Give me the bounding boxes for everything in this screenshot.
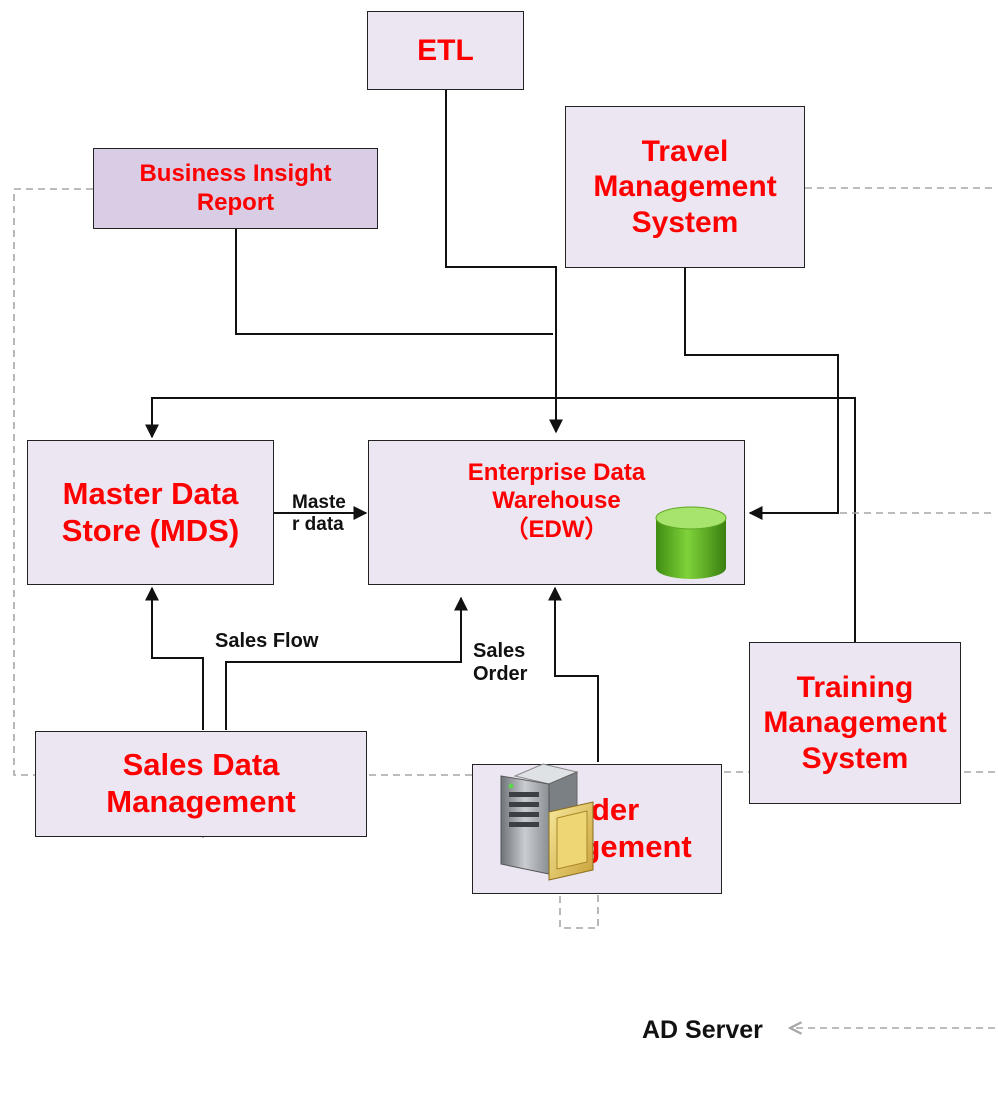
training-management-system-label-line3: System <box>801 741 909 775</box>
master-data-store-label-line2: Store (MDS) <box>61 512 240 548</box>
master-data-edge-label: Maste r data <box>292 492 346 536</box>
travel-management-system-label-line1: Travel <box>641 134 729 168</box>
travel-management-system-label-line2: Management <box>593 170 777 204</box>
ad-server-label: AD Server <box>642 1016 763 1045</box>
edge-order-to-edw <box>548 586 599 762</box>
sales-order-edge-label: Sales Order <box>473 640 527 686</box>
training-management-system-node: Training Management System <box>749 642 961 804</box>
sales-data-management-node: Sales Data Management <box>35 731 367 837</box>
master-data-edge-label-line1: Maste <box>292 492 346 513</box>
edge-etl-to-edw <box>445 90 563 434</box>
enterprise-data-warehouse-label-line2: Warehouse <box>492 487 621 515</box>
training-management-system-label-line2: Management <box>763 706 947 740</box>
master-data-store-label-line1: Master Data <box>62 475 239 511</box>
ad-server-label-text: AD Server <box>642 1016 763 1044</box>
edge-edw-feed-to-mds <box>145 397 556 439</box>
edge-training-to-mds-bus <box>556 397 856 642</box>
sales-order-edge-label-line1: Sales <box>473 640 526 662</box>
training-management-system-label-line1: Training <box>796 670 914 704</box>
edge-travel-to-edw <box>684 268 839 520</box>
sales-flow-edge-label-text: Sales Flow <box>215 630 319 652</box>
travel-management-system-label-line3: System <box>631 205 739 239</box>
sales-order-edge-label-line2: Order <box>473 663 528 685</box>
edge-sales-to-mds <box>145 586 204 730</box>
travel-management-system-node: Travel Management System <box>565 106 805 268</box>
sales-flow-edge-label: Sales Flow <box>215 630 318 653</box>
etl-node: ETL <box>367 11 524 90</box>
business-insight-report-label-line2: Report <box>196 188 275 216</box>
enterprise-data-warehouse-label-line3: （EDW） <box>504 515 609 543</box>
server-icon <box>500 763 594 881</box>
etl-label: ETL <box>417 33 474 67</box>
business-insight-report-label-line1: Business Insight <box>139 160 332 188</box>
business-insight-report-node: Business Insight Report <box>93 148 378 229</box>
master-data-edge-label-line2: r data <box>292 513 344 535</box>
edge-business-insight-to-edw <box>235 229 553 335</box>
sales-data-management-label-line1: Sales Data <box>122 747 280 783</box>
edge-sales-flow-to-edw <box>225 596 468 730</box>
folder-icon <box>548 801 594 881</box>
sales-data-management-label-line2: Management <box>106 784 296 819</box>
master-data-store-node: Master Data Store (MDS) <box>27 440 274 585</box>
database-cylinder-icon <box>655 506 727 579</box>
enterprise-data-warehouse-label-line1: Enterprise Data <box>467 459 646 486</box>
